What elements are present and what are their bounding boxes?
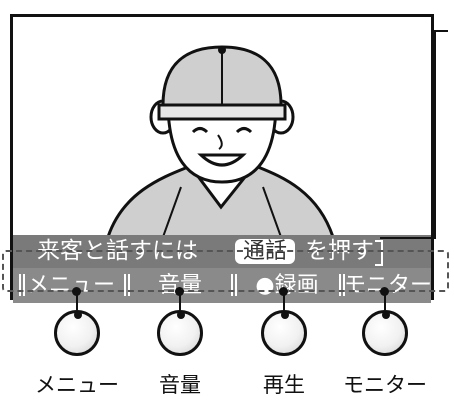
playback-knob-label: 再生 [263,373,305,397]
hint-bracket [375,240,383,266]
knob-indicator-dot [281,311,289,319]
monitor-knob-label: モニター [343,373,427,397]
stem [179,292,181,310]
stem [76,292,78,310]
divider [19,274,25,296]
pin [175,287,184,296]
pin [279,287,288,296]
monitor-screen: 来客と話すには 通話 を押す メニュー 音量 ●録画 モニター [10,14,434,303]
visitor-video-feed [106,45,335,237]
pin [380,287,389,296]
knob-indicator-dot [74,311,82,319]
callout-leader-vertical [434,30,436,238]
divider [339,274,345,296]
softkey-menu-label: メニュー [26,273,115,298]
stem [283,292,285,310]
divider [124,274,130,296]
callout-leader-horizontal [380,237,436,239]
menu-knob-label: メニュー [35,373,119,397]
divider [231,274,237,296]
playback-knob-button[interactable] [261,310,307,356]
menu-bar-callout [2,250,449,292]
soft-key-menu-bar [13,268,431,303]
stem [384,292,386,310]
volume-knob-label: 音量 [159,373,201,397]
monitor-knob-button[interactable] [362,310,408,356]
knob-indicator-dot [177,311,185,319]
callout-leader-top [434,30,448,32]
volume-knob-button[interactable] [157,310,203,356]
pin [72,287,81,296]
menu-knob-button[interactable] [54,310,100,356]
softkey-menu[interactable]: メニュー [19,268,123,303]
knob-indicator-dot [382,311,390,319]
